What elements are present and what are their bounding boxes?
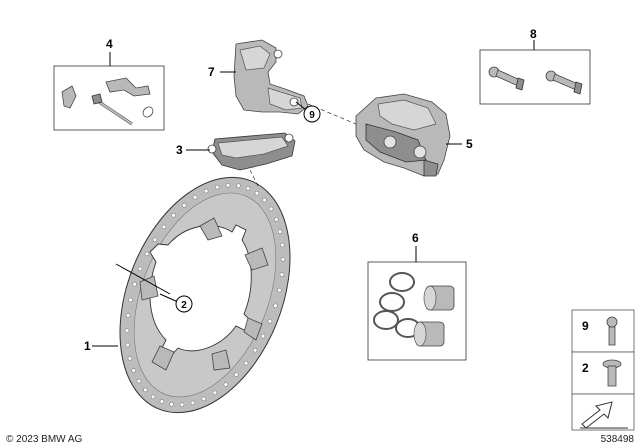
disc-drill-hole	[212, 390, 218, 396]
disc-drill-hole	[125, 342, 130, 348]
disc-drill-hole	[143, 387, 148, 393]
disc-drill-hole	[161, 224, 167, 230]
legend-item-9-number: 9	[582, 319, 589, 333]
callout-5: 5	[466, 137, 473, 151]
disc-drill-hole	[273, 303, 278, 309]
arrow-icon	[580, 401, 628, 429]
disc-drill-hole	[137, 266, 143, 272]
screw-icon	[606, 316, 618, 346]
legend-panel: 9 2	[571, 309, 635, 431]
disc-drill-hole	[124, 328, 130, 333]
disc-drill-hole	[236, 183, 241, 188]
disc-drill-hole	[252, 347, 258, 353]
brake-disc[interactable]	[88, 152, 323, 438]
disc-drill-hole	[159, 399, 165, 404]
disc-drill-hole	[171, 213, 176, 218]
brake-pads[interactable]	[207, 132, 296, 171]
disc-drill-hole	[277, 229, 283, 234]
disc-drill-hole	[179, 402, 185, 407]
circled-label-9: 9	[309, 110, 315, 121]
circled-label-2: 2	[181, 300, 187, 311]
disc-drill-hole	[267, 318, 273, 324]
disc-drill-hole	[223, 382, 229, 387]
disc-drill-hole	[243, 360, 249, 366]
disc-drill-hole	[201, 396, 207, 402]
copyright-text: © 2023 BMW AG	[6, 434, 83, 445]
disc-drill-hole	[152, 237, 158, 243]
disc-drill-hole	[127, 356, 133, 361]
disc-drill-hole	[280, 242, 285, 248]
disc-drill-hole	[190, 400, 196, 406]
disc-drill-hole	[131, 368, 136, 373]
disc-drill-hole	[279, 272, 285, 277]
disc-drill-hole	[254, 190, 260, 196]
disc-drill-hole	[214, 184, 220, 190]
circled-callout-9	[303, 105, 321, 123]
pad-hardware-kit[interactable]	[53, 65, 165, 131]
caliper-carrier[interactable]	[233, 39, 309, 115]
seal-piston-kit[interactable]	[367, 261, 467, 361]
disc-drill-hole	[150, 394, 156, 400]
bolt-kit[interactable]	[479, 49, 591, 105]
disc-drill-hole	[181, 203, 187, 208]
disc-drill-hole	[225, 183, 231, 188]
disc-drill-hole	[132, 281, 137, 287]
assembly-line	[249, 169, 259, 187]
callout-1: 1	[84, 339, 91, 353]
disc-drill-hole	[192, 194, 198, 200]
disc-drill-hole	[128, 297, 133, 303]
disc-drill-hole	[280, 257, 286, 262]
disc-drill-hole	[245, 186, 251, 191]
disc-drill-hole	[136, 378, 142, 384]
disc-drill-hole	[268, 206, 274, 212]
diagram-number: 538498	[601, 434, 635, 445]
callout-6: 6	[412, 231, 419, 245]
callout-3: 3	[176, 143, 183, 157]
disc-drill-hole	[274, 217, 279, 222]
disc-drill-hole	[277, 287, 282, 293]
disc-drill-hole	[203, 188, 209, 194]
disc-drill-hole	[234, 372, 239, 377]
circled-callout-2	[175, 295, 193, 313]
countersunk-screw-icon	[602, 359, 622, 387]
callout-8: 8	[530, 27, 537, 41]
disc-drill-hole	[169, 402, 174, 407]
legend-item-2-number: 2	[582, 361, 589, 375]
disc-drill-hole	[260, 333, 266, 339]
callout-7: 7	[208, 65, 215, 79]
disc-drill-hole	[144, 251, 150, 257]
callout-4: 4	[106, 37, 113, 51]
disc-drill-hole	[125, 313, 131, 318]
disc-drill-hole	[262, 197, 267, 203]
brake-caliper[interactable]	[355, 93, 451, 177]
